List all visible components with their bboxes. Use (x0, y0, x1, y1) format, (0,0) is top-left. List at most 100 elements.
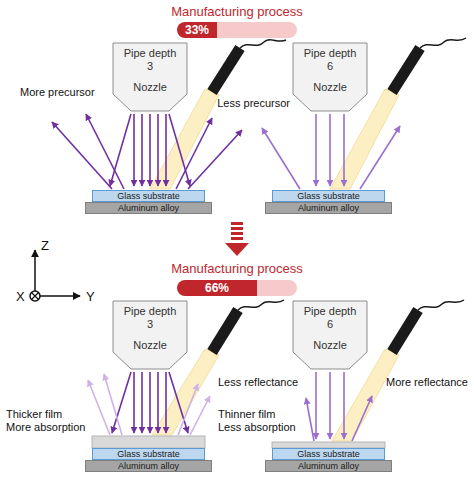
nozzle-text: Pipe depth (292, 305, 368, 318)
precursor-arrows (262, 114, 400, 189)
laser-pen (392, 310, 418, 352)
axis-label: Z (41, 238, 49, 253)
process-arrow (225, 243, 249, 256)
process-arrow (231, 222, 243, 225)
layer-name: Glass substrate (93, 449, 204, 459)
process-arrow (231, 232, 243, 235)
nozzle-shape: Pipe depth3Nozzle (112, 42, 188, 112)
layer-name: Aluminum alloy (266, 203, 391, 213)
progress-value: 33% (177, 22, 217, 38)
precursor-arrows (343, 372, 345, 439)
precursor-arrows (133, 372, 135, 433)
nozzle-text: Nozzle (112, 81, 188, 94)
precursor-arrows (360, 126, 400, 189)
laser-wire (240, 40, 286, 48)
precursor-arrows (165, 372, 167, 433)
precursor-arrows (306, 398, 314, 441)
deposited-film (92, 436, 385, 448)
annotation: More reflectance (386, 376, 468, 389)
depth-value: 6 (292, 60, 368, 73)
laser-wire (238, 300, 284, 310)
precursor-arrows (165, 114, 167, 186)
nozzle-text: Pipe depth (292, 47, 368, 60)
precursor-arrows (110, 114, 131, 186)
precursor-arrows (112, 372, 188, 433)
section-title: Manufacturing process (137, 261, 337, 276)
annotation: Less absorption (218, 421, 296, 434)
precursor-arrows (141, 114, 143, 186)
annotation: Thinner film (218, 408, 275, 421)
precursor-arrows (315, 114, 317, 186)
nozzle-shape: Pipe depth6Nozzle (292, 300, 368, 370)
nozzle-text: Nozzle (292, 339, 368, 352)
precursor-arrows (112, 372, 131, 433)
precursor-arrows (315, 372, 317, 439)
process-arrow (231, 227, 243, 230)
progress-value: 66% (177, 280, 257, 296)
progress-bar: 66% (177, 280, 297, 296)
aluminum-plate: Aluminum alloy (85, 460, 212, 472)
precursor-arrows (157, 372, 159, 433)
process-arrow (231, 237, 243, 240)
precursor-arrows (329, 372, 331, 439)
annotation: More precursor (20, 86, 95, 99)
laser-wire (420, 38, 466, 48)
precursor-arrows (52, 114, 242, 189)
precursor-arrows (52, 122, 112, 189)
nozzle-text: Nozzle (292, 81, 368, 94)
glass-substrate: Glass substrate (92, 448, 205, 460)
aluminum-plate: Aluminum alloy (85, 202, 212, 214)
axis-symbol (30, 291, 40, 301)
precursor-arrows (149, 114, 151, 186)
glass-substrate: Glass substrate (272, 448, 385, 460)
nozzle-outline (113, 43, 187, 111)
process-arrow (225, 222, 249, 256)
annotation: Less precursor (190, 97, 290, 110)
layer-name: Aluminum alloy (86, 203, 211, 213)
layer-name: Glass substrate (273, 449, 384, 459)
annotation: More absorption (6, 421, 86, 434)
precursor-arrows (188, 130, 242, 189)
precursor-arrows (149, 372, 151, 433)
annotation: Thicker film (6, 408, 62, 421)
precursor-arrows (169, 114, 190, 186)
precursor-arrows (86, 114, 124, 189)
nozzle-outline (293, 43, 367, 111)
layer-name: Aluminum alloy (86, 461, 211, 471)
layer-name: Glass substrate (273, 191, 384, 201)
layer-name: Glass substrate (93, 191, 204, 201)
aluminum-plate: Aluminum alloy (265, 460, 392, 472)
precursor-arrows (157, 114, 159, 186)
nozzle-text: Nozzle (112, 339, 188, 352)
precursor-arrows (352, 396, 372, 441)
laser-pen (212, 310, 238, 352)
reflected-arrows (88, 374, 210, 435)
nozzle-outline (293, 301, 367, 369)
nozzle-text: Pipe depth (112, 47, 188, 60)
precursor-arrows (306, 372, 372, 441)
progress-bar: 33% (177, 22, 297, 38)
axis-label: X (16, 289, 25, 304)
axis-label: Y (86, 289, 95, 304)
aluminum-plate: Aluminum alloy (265, 202, 392, 214)
nozzle-outline (113, 301, 187, 369)
reflected-arrows (178, 384, 198, 435)
laser-wire (418, 300, 464, 310)
nozzle-text: Pipe depth (112, 305, 188, 318)
precursor-arrows (329, 114, 331, 186)
section-title: Manufacturing process (137, 4, 337, 19)
laser-pen (392, 48, 420, 92)
precursor-arrows (343, 114, 345, 186)
axis-symbol (32, 293, 39, 300)
depth-value: 6 (292, 318, 368, 331)
precursor-arrows (262, 128, 300, 189)
axis-symbol (34, 250, 36, 291)
annotation: Less reflectance (218, 376, 298, 389)
layer-name: Aluminum alloy (266, 461, 391, 471)
axis-symbol (40, 295, 80, 297)
depth-value: 3 (112, 60, 188, 73)
reflected-arrows (190, 396, 210, 435)
precursor-arrows (169, 372, 188, 433)
glass-substrate: Glass substrate (92, 190, 205, 202)
